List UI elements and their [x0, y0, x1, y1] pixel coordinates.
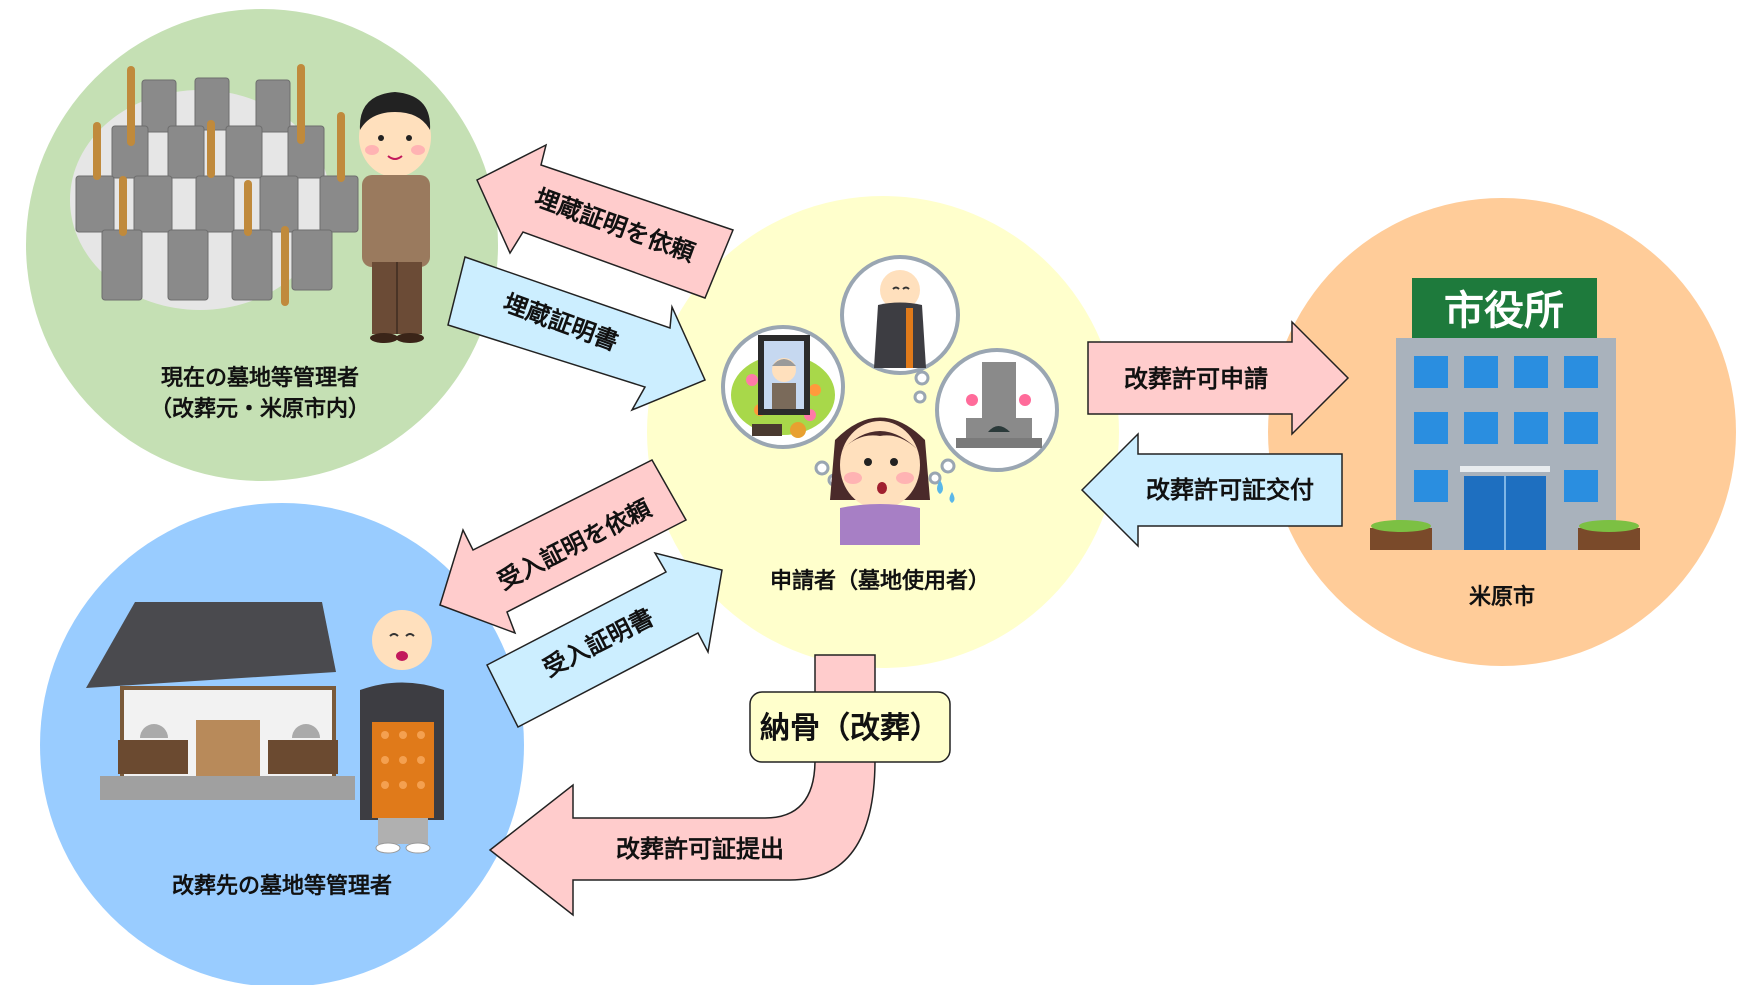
monk-thought-bubble-icon [840, 255, 960, 404]
temple-icon [86, 602, 355, 800]
funeral-portrait-thought-bubble-icon [721, 325, 845, 449]
arrow-reburial-permit-issue: 改葬許可証交付 [1080, 432, 1343, 548]
arrow-reburial-permit-issue-label: 改葬許可証交付 [1146, 476, 1314, 504]
applicant-label: 申請者（墓地使用者） [770, 568, 990, 594]
arrow-reburial-permit-submit: 改葬許可証提出 [488, 654, 876, 917]
worried-applicant-woman-icon [814, 417, 955, 545]
step-box-reinterment-label: 納骨（改葬） [760, 711, 940, 746]
current-manager-label: 現在の墓地等管理者 [161, 365, 359, 391]
step-box-reinterment: 納骨（改葬） [749, 691, 951, 763]
city-hall-building-icon: 市役所 [1370, 278, 1640, 550]
grave-thought-bubble-icon [928, 348, 1059, 485]
arrow-burial-cert: 埋蔵証明書 [447, 256, 707, 412]
new-manager-label: 改葬先の墓地等管理者 [172, 873, 392, 899]
arrow-reburial-permit-application-label: 改葬許可申請 [1124, 365, 1268, 393]
arrow-reburial-permit-submit-label: 改葬許可証提出 [616, 835, 784, 863]
caretaker-man-icon [359, 92, 431, 343]
monk-icon [360, 610, 444, 854]
cemetery-icon [70, 64, 359, 310]
city-hall-sign-text: 市役所 [1444, 288, 1564, 334]
arrow-reburial-permit-application: 改葬許可申請 [1087, 320, 1350, 436]
city-label: 米原市 [1469, 584, 1535, 610]
current-manager-sublabel: （改葬元・米原市内） [150, 396, 370, 422]
